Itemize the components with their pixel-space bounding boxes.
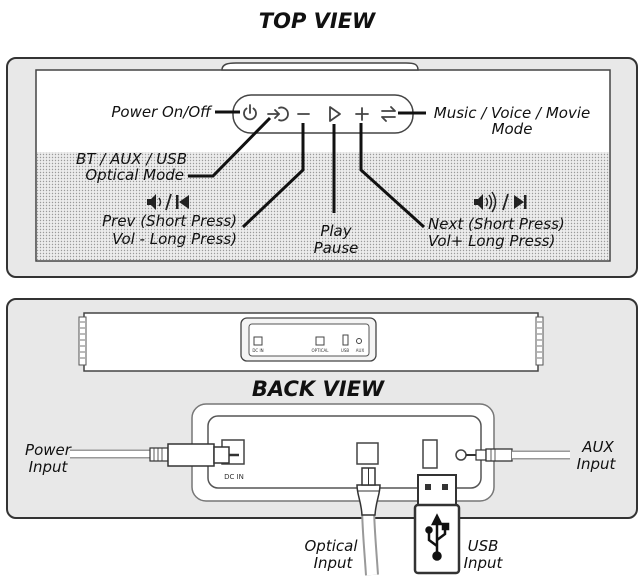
play-icon[interactable] bbox=[329, 106, 341, 122]
back-view-panel: DC IN OPTICAL USB AUX BACK VIEW DC IN bbox=[6, 298, 638, 519]
source-leader-line bbox=[188, 116, 272, 178]
top-view-panel: Power On/Off Music / Voice / Movie Mode … bbox=[6, 57, 638, 278]
volume-up-next-icon bbox=[474, 191, 527, 213]
next-leader-line bbox=[359, 123, 426, 229]
usb-cable bbox=[413, 474, 461, 575]
small-dcin-label: DC IN bbox=[252, 348, 263, 353]
usb-port bbox=[422, 439, 438, 469]
mode-label-line1: Music / Voice / Movie bbox=[434, 104, 590, 122]
speaker-grille bbox=[37, 152, 609, 260]
next-label-line2: Vol+ Long Press) bbox=[428, 232, 555, 250]
usb-input-label-line1: USB bbox=[468, 537, 499, 555]
mode-label-line2: Mode bbox=[492, 120, 533, 138]
small-usb-label: USB bbox=[341, 348, 349, 353]
prev-label-line1: Prev (Short Press) bbox=[102, 212, 237, 230]
optical-input-label-line1: Optical bbox=[305, 537, 359, 555]
source-label-line1: BT / AUX / USB bbox=[76, 150, 187, 168]
power-cable bbox=[70, 443, 239, 467]
optical-cable bbox=[356, 467, 381, 576]
source-icon[interactable] bbox=[267, 106, 289, 122]
plus-icon[interactable] bbox=[355, 107, 369, 121]
mode-swap-icon[interactable] bbox=[381, 106, 396, 122]
usb-input-label-line2: Input bbox=[464, 554, 504, 572]
dc-in-label: DC IN bbox=[224, 473, 244, 481]
play-label-line2: Pause bbox=[314, 239, 359, 257]
small-optical-label: OPTICAL bbox=[312, 348, 330, 353]
aux-cable bbox=[466, 448, 570, 462]
power-input-label-line1: Power bbox=[25, 441, 72, 459]
optical-input-label-line2: Input bbox=[314, 554, 354, 572]
aux-input-label-line1: AUX bbox=[581, 438, 614, 456]
play-label-line1: Play bbox=[320, 222, 352, 240]
small-aux-label: AUX bbox=[356, 348, 365, 353]
prev-label-line2: Vol - Long Press) bbox=[112, 230, 237, 248]
volume-down-prev-icon bbox=[147, 193, 189, 211]
speaker-back-body: DC IN OPTICAL USB AUX bbox=[78, 312, 544, 372]
optical-port bbox=[356, 442, 379, 465]
source-label-line2: Optical Mode bbox=[85, 166, 184, 184]
power-label: Power On/Off bbox=[111, 103, 213, 121]
back-view-title: BACK VIEW bbox=[252, 377, 385, 401]
aux-input-label-line2: Input bbox=[577, 455, 617, 473]
usb-symbol-icon bbox=[425, 513, 450, 561]
prev-leader-line bbox=[241, 123, 305, 229]
next-label-line1: Next (Short Press) bbox=[428, 215, 565, 233]
power-input-label-line2: Input bbox=[29, 458, 69, 476]
top-view-title: TOP VIEW bbox=[259, 9, 376, 33]
power-icon[interactable] bbox=[243, 104, 257, 121]
